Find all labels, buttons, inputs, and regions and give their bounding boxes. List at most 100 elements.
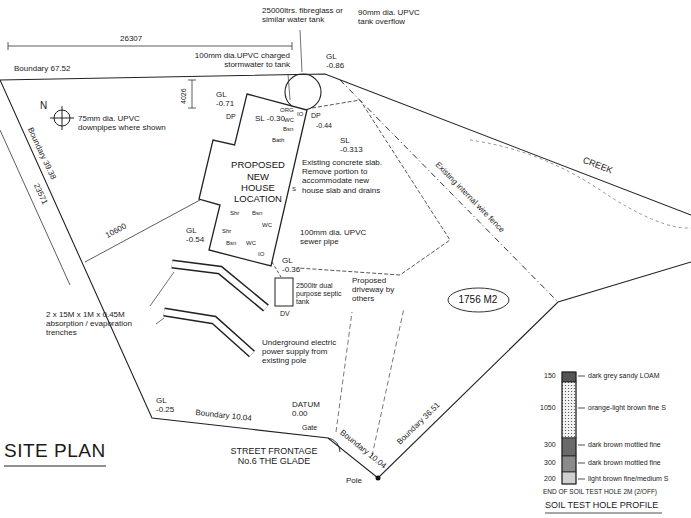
- pipe-note: 100mm dia.UPVC charged stormwater to tan…: [186, 51, 290, 69]
- fence-label: Existing internal wire fence: [433, 160, 506, 235]
- fixture-code: DV: [280, 310, 290, 318]
- septic-note: 2500ltr dual purpose septic tank: [296, 282, 344, 306]
- soil-depth: 1050: [540, 404, 556, 412]
- gate-symbol: [328, 438, 340, 452]
- fixture-code: S: [292, 186, 296, 193]
- fixture-code: IO: [258, 251, 264, 258]
- tank-note: 25000ltrs. fibreglass or similar water t…: [262, 6, 354, 24]
- slab-note: Existing concrete slab. Remove portion t…: [302, 158, 384, 195]
- soil-depth: 200: [544, 475, 556, 483]
- dimension: 23571: [32, 182, 50, 206]
- creek-bank: [470, 140, 691, 228]
- pole-label: Pole: [346, 476, 362, 485]
- node-text: PROPOSED NEW HOUSE LOCATION: [230, 159, 286, 205]
- boundary-label: Boundary 10.04: [195, 408, 252, 423]
- north-label: N: [40, 100, 47, 112]
- soil-note: END OF SOIL TEST HOLE 2M (2/OFF): [543, 488, 657, 495]
- fixture-code: DP: [226, 113, 236, 121]
- fixture-code: Bsn: [283, 126, 293, 133]
- power-pole: [376, 476, 381, 481]
- slab-level: SL -0.30: [255, 114, 285, 123]
- soil-layer: dark brown mottled fine: [588, 459, 661, 467]
- concrete-slab: [298, 100, 450, 275]
- dimension-line: [188, 80, 196, 108]
- sewer-pipe: [272, 262, 281, 277]
- soil-profile-column: [562, 372, 576, 484]
- pipe-note: 100mm dia. UPVC sewer pipe: [300, 228, 370, 246]
- boundary-label: Boundary 39.38: [26, 126, 58, 181]
- creek-bank: [470, 140, 691, 228]
- node-text-block: 1756 M2: [459, 294, 498, 306]
- north-arrow: [50, 106, 74, 130]
- fixture-code: Shr: [222, 228, 231, 235]
- soil-depth: 150: [544, 372, 556, 380]
- absorption-trench: [164, 264, 266, 354]
- soil-profile-column: [562, 472, 576, 484]
- level-value: -0.44: [316, 122, 332, 130]
- driveway: [372, 308, 404, 456]
- power-note: Underground electric power supply from e…: [262, 338, 342, 366]
- soil-depth: 300: [544, 441, 556, 449]
- sewer-pipe: [272, 262, 281, 277]
- node-text: 1756 M2: [459, 294, 498, 306]
- septic-tank: [275, 278, 293, 306]
- ground-level: GL -0.54: [186, 226, 212, 244]
- fixture-code: ORG: [280, 107, 294, 114]
- pipe-note: 75mm dia. UPVC downpipes where shown: [78, 114, 176, 132]
- soil-profile-column: [562, 382, 576, 438]
- dimension-line: [8, 42, 292, 50]
- fixture-code: Shr: [230, 210, 239, 217]
- boundary-line: [0, 80, 691, 478]
- ground-level: GL -0.71: [216, 90, 242, 108]
- absorption-trench: [172, 264, 266, 308]
- soil-profile-column: [545, 513, 662, 514]
- soil-profile-column: [562, 456, 576, 472]
- leader-line: [300, 30, 302, 72]
- leader-line: [156, 318, 164, 324]
- boundary-line: [0, 74, 691, 215]
- dimension-line: [0, 130, 70, 285]
- boundary-line: [0, 74, 691, 478]
- fixture-code: IO: [297, 111, 303, 118]
- fixture-code: WC: [284, 117, 294, 124]
- plan-title: SITE PLAN: [4, 440, 106, 462]
- dimension: 26307: [120, 34, 142, 43]
- slab-level: SL -0.313: [340, 136, 372, 154]
- absorption-trench: [172, 264, 266, 308]
- creek-label: CREEK: [581, 155, 614, 176]
- leader-line: [150, 272, 174, 306]
- north-arrow: [50, 106, 74, 130]
- street-label: STREET FRONTAGE No.6 THE GLADE: [226, 446, 322, 467]
- dimension: 10600: [104, 222, 128, 241]
- title-underline: [4, 465, 106, 466]
- soil-layer: orange-light brown fine S: [588, 404, 666, 412]
- house-wall: [199, 94, 307, 266]
- fixture-code: WC: [246, 240, 256, 247]
- soil-profile-column: [578, 376, 585, 479]
- boundary-label: Boundary 36.51: [395, 400, 442, 446]
- soil-layer: light brown fine/medium S: [588, 475, 669, 483]
- trench-note: 2 x 15M x 1M x 0.45M absorption / evapor…: [46, 310, 154, 338]
- soil-profile-column: [562, 372, 576, 382]
- ground-level: GL -0.25: [156, 396, 182, 414]
- pipe-note: 90mm dia. UPVC tank overflow: [358, 8, 430, 26]
- septic-tank: [275, 278, 293, 306]
- boundary-label: Boundary 67.52: [14, 64, 71, 73]
- gate-label: Gate: [302, 424, 317, 432]
- fixture-code: WC: [262, 222, 272, 229]
- soil-layer: dark grey sandy LOAM: [588, 372, 660, 380]
- dimension-line: [85, 200, 200, 262]
- node-text-block: PROPOSED NEW HOUSE LOCATION: [230, 159, 286, 205]
- soil-heading: SOIL TEST HOLE PROFILE: [545, 500, 658, 510]
- concrete-slab: [298, 100, 450, 275]
- driveway: [336, 312, 352, 432]
- ground-level: GL -0.36: [282, 256, 308, 274]
- driveway-note: Proposed driveway by others: [352, 276, 402, 304]
- power-pole: [376, 476, 381, 481]
- site-area-circle: 1756 M2: [447, 287, 510, 313]
- soil-depth: 300: [544, 459, 556, 467]
- absorption-trench: [164, 312, 252, 354]
- boundary-label: Boundary 10.04: [338, 428, 388, 470]
